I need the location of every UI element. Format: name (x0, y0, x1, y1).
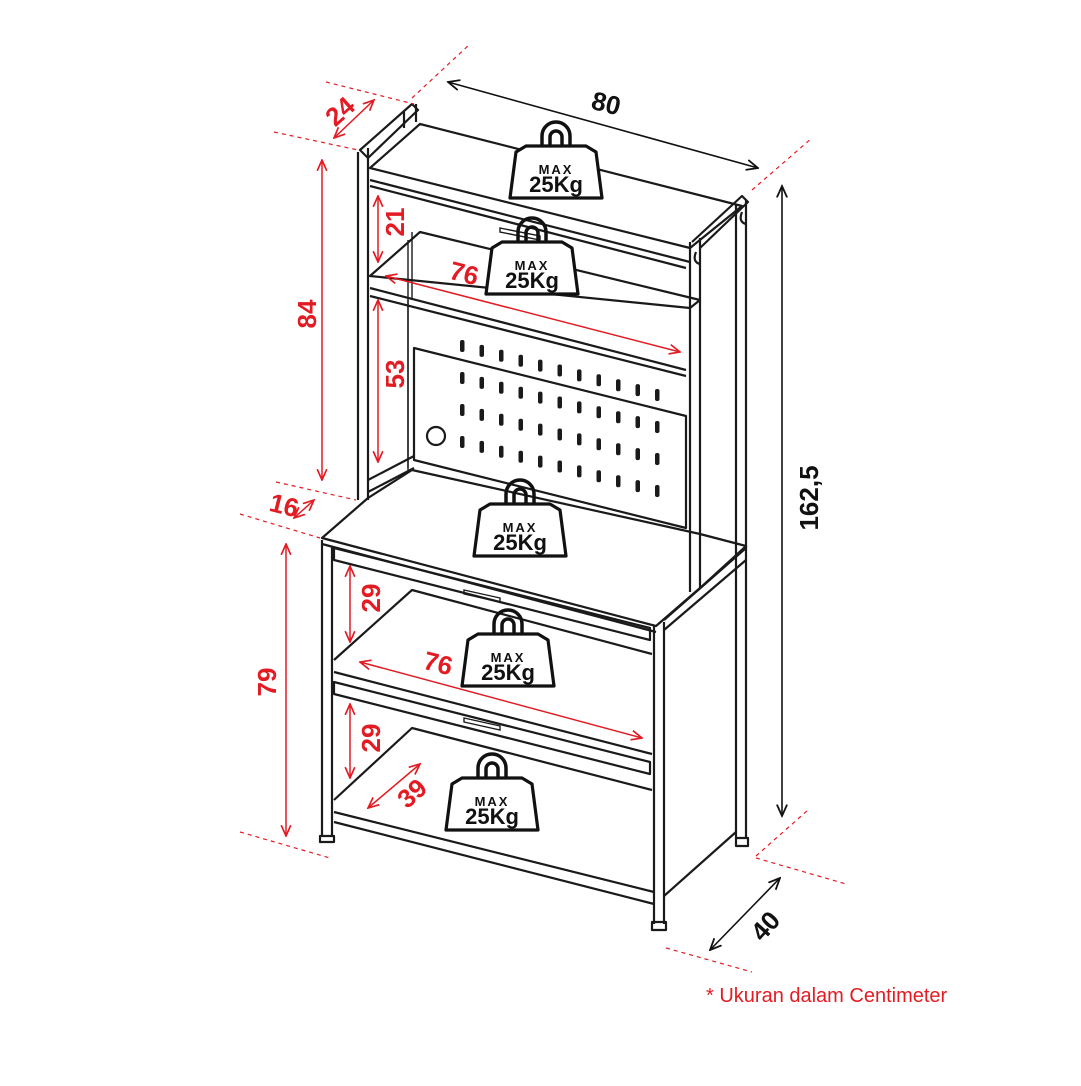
pegboard-slot (655, 389, 660, 401)
pegboard-slot (596, 406, 601, 419)
pegboard-slot (635, 416, 640, 429)
pegboard-slot (518, 354, 523, 367)
pegboard-slot (479, 344, 484, 357)
pegboard-slot (499, 381, 504, 394)
dim-top-shelf-gap: 21 (380, 208, 410, 237)
pegboard-slot (499, 445, 504, 458)
pegboard-slot (557, 396, 562, 409)
pegboard-slot (577, 369, 582, 382)
pegboard-slot (538, 423, 543, 436)
pegboard-slot (577, 401, 582, 414)
pegboard-slot (460, 436, 465, 448)
pegboard-slot (655, 453, 660, 465)
dim-drawer-gap-1: 29 (356, 584, 386, 613)
pegboard-holes (460, 340, 660, 497)
weight-load-label: 25Kg (465, 804, 519, 829)
pegboard-slot (616, 443, 621, 456)
pegboard-slot (635, 480, 640, 493)
measurement-footnote: * Ukuran dalam Centimeter (706, 985, 948, 1007)
pegboard-slot (460, 372, 465, 384)
weight-load-label: 25Kg (493, 530, 547, 555)
pegboard-slot (518, 386, 523, 399)
dim-width: 80 (589, 85, 624, 121)
weight-icon: MAX 25Kg (508, 120, 604, 200)
shelf-unit-drawing (318, 102, 750, 932)
weight-max-label: MAX (539, 162, 574, 177)
pegboard-slot (557, 364, 562, 377)
pegboard-slot (616, 411, 621, 424)
dim-counter-offset: 16 (267, 487, 302, 523)
dim-inner-width-lower: 76 (421, 645, 456, 681)
pegboard-slot (479, 376, 484, 389)
dim-hutch-height: 84 (292, 299, 322, 328)
pegboard-slot (616, 475, 621, 488)
pegboard-slot (460, 404, 465, 416)
pegboard-slot (635, 384, 640, 397)
weight-load-label: 25Kg (505, 268, 559, 293)
dim-depth: 40 (744, 905, 786, 947)
pegboard-slot (577, 433, 582, 446)
dimension-lines (239, 43, 847, 973)
pegboard-slot (479, 440, 484, 453)
pegboard-slot (635, 448, 640, 461)
pegboard-slot (499, 349, 504, 362)
dim-lower-height: 79 (252, 668, 282, 697)
weight-max-label: MAX (491, 650, 526, 665)
pegboard-slot (557, 428, 562, 441)
pegboard-slot (655, 485, 660, 497)
pegboard-slot (655, 421, 660, 433)
dim-total-height: 162,5 (794, 465, 824, 530)
dim-drawer-gap-2: 29 (356, 724, 386, 753)
pegboard-slot (616, 379, 621, 392)
pegboard-slot (557, 460, 562, 473)
pegboard-slot (596, 374, 601, 387)
pegboard-slot (596, 470, 601, 483)
weight-icon: MAX 25Kg (460, 608, 556, 688)
weight-load-label: 25Kg (481, 660, 535, 685)
pegboard-slot (518, 418, 523, 431)
dim-top-depth: 24 (319, 90, 361, 132)
pegboard-slot (538, 391, 543, 404)
pegboard-slot (479, 408, 484, 421)
pegboard-slot (499, 413, 504, 426)
weight-icon: MAX 25Kg (472, 478, 568, 558)
pegboard-slot (538, 455, 543, 468)
dim-lower-depth-inner: 39 (391, 772, 433, 814)
pegboard-slot (596, 438, 601, 451)
dim-pegboard-height: 53 (380, 360, 410, 389)
weight-load-label: 25Kg (529, 172, 583, 197)
dim-inner-width-top: 76 (447, 255, 482, 291)
pegboard-slot (577, 465, 582, 478)
pegboard-slot (460, 340, 465, 352)
weight-max-label: MAX (503, 520, 538, 535)
weight-max-label: MAX (475, 794, 510, 809)
weight-icon: MAX 25Kg (484, 216, 580, 296)
pegboard-slot (518, 450, 523, 463)
weight-icon: MAX 25Kg (444, 752, 540, 832)
pegboard-slot (538, 359, 543, 372)
weight-max-label: MAX (515, 258, 550, 273)
